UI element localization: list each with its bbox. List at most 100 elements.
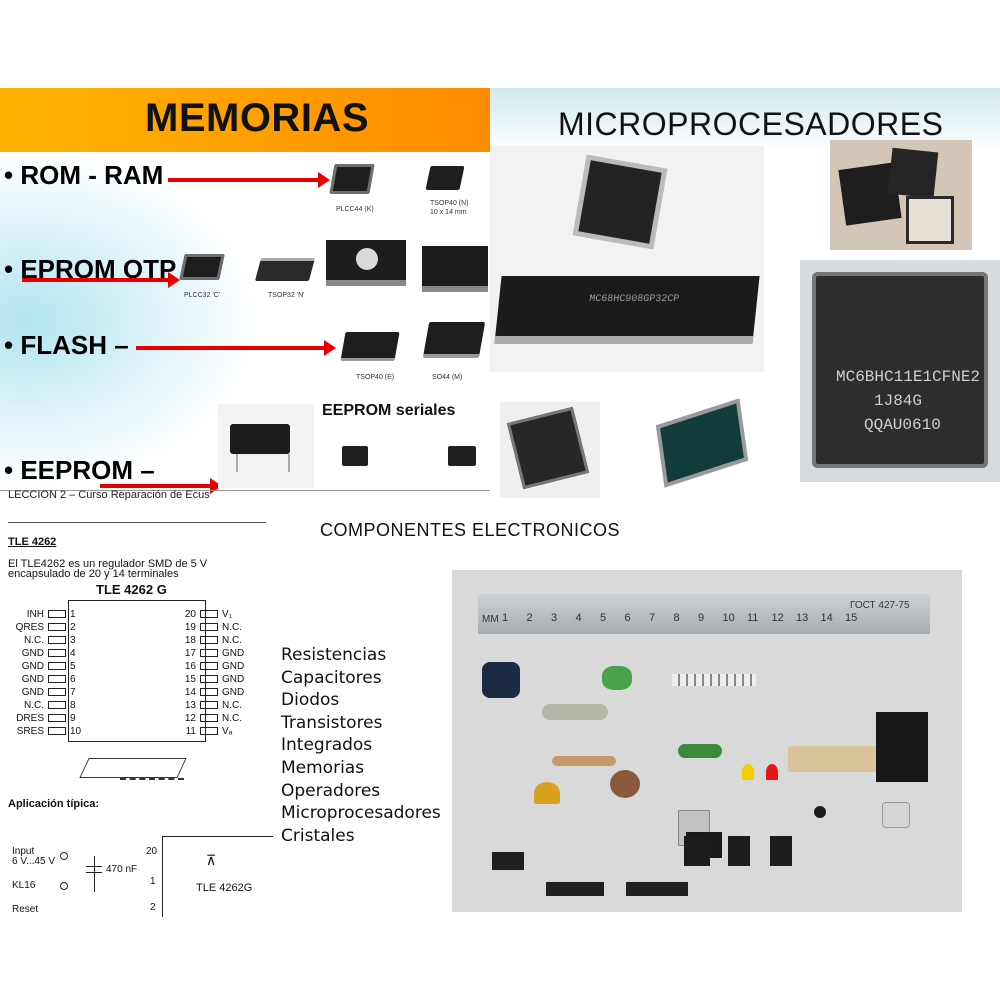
mc68hc11-photo: MC6BHC11E1CFNE2 1J84G QQAU0610 xyxy=(800,260,1000,482)
tle-left-pin-name: N.C. xyxy=(24,635,44,646)
memorias-banner: MEMORIAS xyxy=(0,88,490,152)
ruler-tick-label: 2 xyxy=(526,612,533,624)
ruler-tick-label: 6 xyxy=(624,612,631,624)
aplicacion-label: Aplicación típica: xyxy=(8,798,100,810)
arrow-eprom-otp xyxy=(22,272,180,288)
tle-right-pin-name: GND xyxy=(222,661,245,672)
eprom-window-chip-image xyxy=(326,240,406,286)
plcc-eeprom-chip xyxy=(506,406,590,490)
plcc-group-photo xyxy=(830,140,972,250)
to220-a xyxy=(684,836,710,866)
film-capacitor xyxy=(602,666,632,690)
dip40-chip: MC68HC908GP32CP xyxy=(494,276,760,344)
to92-transistor xyxy=(814,806,826,818)
component-list-item: Cristales xyxy=(281,825,355,846)
tle-left-pin-pin-stub xyxy=(48,701,66,710)
ruler-tick-label: 1 xyxy=(502,612,509,624)
tsop32-chip-image xyxy=(254,258,316,281)
relay xyxy=(876,712,928,782)
qfp-green-photo xyxy=(640,400,778,496)
tle-right-pin-pin-stub xyxy=(200,610,218,619)
ruler-unit: ММ xyxy=(482,614,499,625)
cap-lead xyxy=(94,856,95,892)
tle-left-pin-number: 5 xyxy=(70,661,76,672)
tle-right-pin-pin-stub xyxy=(200,727,218,736)
tsop32-caption: TSOP32 'N' xyxy=(268,292,305,299)
tle-left-pin-name: DRES xyxy=(16,713,44,724)
tle-right-pin-name: N.C. xyxy=(222,713,242,724)
ruler-tick-label: 10 xyxy=(722,612,735,624)
ruler-tick-label: 5 xyxy=(600,612,607,624)
tle-left-pin-number: 8 xyxy=(70,700,76,711)
tle-right-pin-pin-stub xyxy=(200,675,218,684)
dip40-marking: MC68HC908GP32CP xyxy=(588,294,680,305)
component-list-item: Diodos xyxy=(281,690,340,711)
resistor xyxy=(552,756,616,766)
tle-left-pin-pin-stub xyxy=(48,636,66,645)
left-glow xyxy=(0,150,260,490)
red-led xyxy=(766,764,778,780)
tle-left-pin-name: GND xyxy=(21,674,44,685)
tle-left-pin-row: N.C. 3 xyxy=(0,634,96,647)
tantalum-capacitor xyxy=(534,782,560,804)
tle-left-pin-pin-stub xyxy=(48,662,66,671)
tle-right-pin-number: 13 xyxy=(184,700,196,711)
ruler-tick-label: 12 xyxy=(771,612,784,624)
tle-left-pin-name: N.C. xyxy=(24,700,44,711)
tle-right-pin-pin-stub xyxy=(200,701,218,710)
tle-left-pin-name: QRES xyxy=(15,622,44,633)
ruler-tick-label: 7 xyxy=(649,612,656,624)
tsop40e-caption: TSOP40 (E) xyxy=(356,374,395,381)
soic8-chip-image-1 xyxy=(342,446,368,466)
yellow-led xyxy=(742,764,754,780)
memory-label-flash: • FLASH – xyxy=(4,330,129,360)
tle-right-pin-name: N.C. xyxy=(222,635,242,646)
ruler-tick-label: 8 xyxy=(673,612,680,624)
tle-left-pin-number: 4 xyxy=(70,648,76,659)
arrow-flash xyxy=(136,340,336,356)
tle-left-pin-pin-stub xyxy=(48,623,66,632)
memory-label-eeprom: • EEPROM – xyxy=(4,455,155,485)
kl16-terminal xyxy=(60,882,68,890)
tle-left-pin-name: GND xyxy=(21,661,44,672)
tle-right-pin-number: 11 xyxy=(185,726,196,737)
ruler-tick-label: 9 xyxy=(698,612,705,624)
tle-chip-name: TLE 4262 G xyxy=(96,582,167,597)
tle-left-pin-row: GND 5 xyxy=(0,660,96,673)
small-ic-a xyxy=(492,852,524,870)
memorias-title: MEMORIAS xyxy=(145,96,369,140)
component-list-item: Transistores xyxy=(281,712,383,733)
tle-left-pin-name: GND xyxy=(21,687,44,698)
smd-tape xyxy=(672,674,756,686)
plcc32-chip-image xyxy=(179,254,225,280)
tle-right-pin-number: 14 xyxy=(184,687,196,698)
tle-right-pin-number: 16 xyxy=(184,661,196,672)
tle-right-pin-number: 15 xyxy=(184,674,196,685)
component-list-item: Operadores xyxy=(281,780,381,801)
reset-label: Reset xyxy=(12,904,39,915)
tle-pinout-body xyxy=(68,600,206,742)
plcc-chip-b xyxy=(887,147,939,199)
tle-package-pins xyxy=(120,770,184,780)
tle-left-pin-pin-stub xyxy=(48,610,66,619)
tle-left-pin-number: 3 xyxy=(70,635,76,646)
tle-right-pin-pin-stub xyxy=(200,649,218,658)
tle-right-pin-pin-stub xyxy=(200,662,218,671)
leccion-divider xyxy=(8,522,266,523)
tle-left-pin-pin-stub xyxy=(48,675,66,684)
component-list-item: Memorias xyxy=(281,757,365,778)
kl16-label: KL16 xyxy=(12,880,36,891)
dip-ic-b xyxy=(626,882,688,896)
dip8-pins xyxy=(236,454,290,472)
tle-left-pin-name: GND xyxy=(21,648,44,659)
tle-right-pin-name: GND xyxy=(222,687,245,698)
tle-left-pin-number: 6 xyxy=(70,674,76,685)
